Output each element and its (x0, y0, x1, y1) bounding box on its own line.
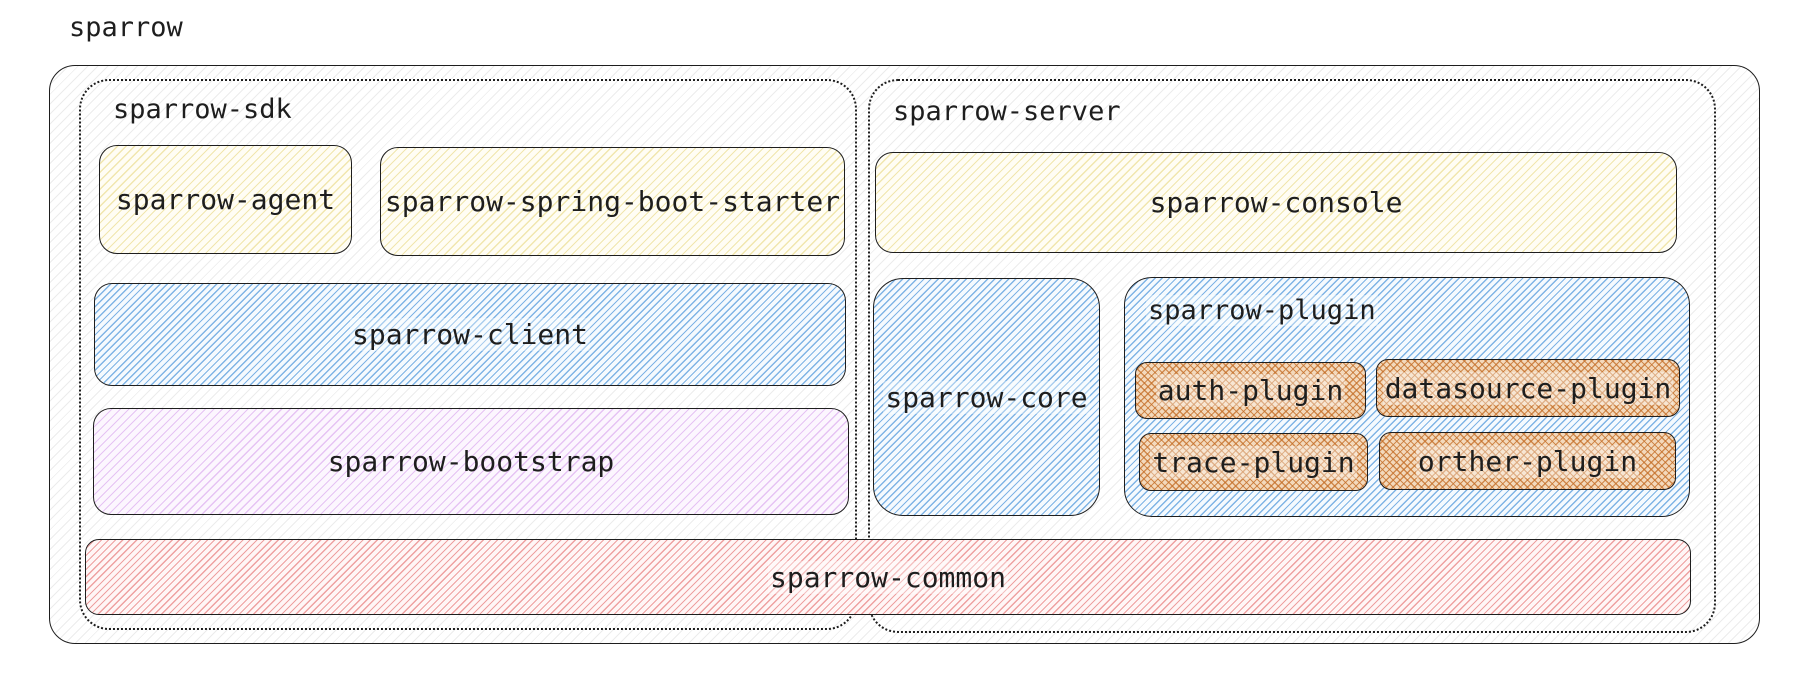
sparrow-agent-label: sparrow-agent (115, 183, 336, 216)
sparrow-server-label: sparrow-server (893, 96, 1121, 127)
sparrow-common-label: sparrow-common (767, 560, 1008, 594)
sparrow-sdk-label: sparrow-sdk (113, 94, 292, 125)
sparrow-plugin-label: sparrow-plugin (1146, 295, 1378, 326)
sparrow-sdk-group (79, 79, 857, 630)
sparrow-spring-boot-starter-label: sparrow-spring-boot-starter (384, 185, 841, 218)
sparrow-core-label: sparrow-core (883, 380, 1090, 414)
orther-plugin-label: orther-plugin (1415, 444, 1640, 478)
sparrow-console-box: sparrow-console (875, 152, 1677, 253)
diagram-title: sparrow (69, 12, 183, 43)
auth-plugin-box: auth-plugin (1135, 362, 1366, 419)
trace-plugin-box: trace-plugin (1139, 433, 1368, 491)
sparrow-client-label: sparrow-client (349, 318, 590, 351)
sparrow-bootstrap-label: sparrow-bootstrap (327, 445, 615, 478)
orther-plugin-box: orther-plugin (1379, 432, 1676, 490)
datasource-plugin-label: datasource-plugin (1382, 371, 1674, 405)
sparrow-client-box: sparrow-client (94, 283, 846, 386)
sparrow-console-label: sparrow-console (1149, 186, 1403, 219)
sparrow-agent-box: sparrow-agent (99, 145, 352, 254)
sparrow-server-group (868, 79, 1716, 633)
sparrow-bootstrap-box: sparrow-bootstrap (93, 408, 849, 515)
sparrow-spring-boot-starter-box: sparrow-spring-boot-starter (380, 147, 845, 256)
datasource-plugin-box: datasource-plugin (1376, 359, 1680, 417)
trace-plugin-label: trace-plugin (1150, 445, 1357, 479)
sparrow-common-box: sparrow-common (85, 539, 1691, 615)
auth-plugin-label: auth-plugin (1155, 374, 1346, 407)
sparrow-core-box: sparrow-core (873, 278, 1100, 516)
